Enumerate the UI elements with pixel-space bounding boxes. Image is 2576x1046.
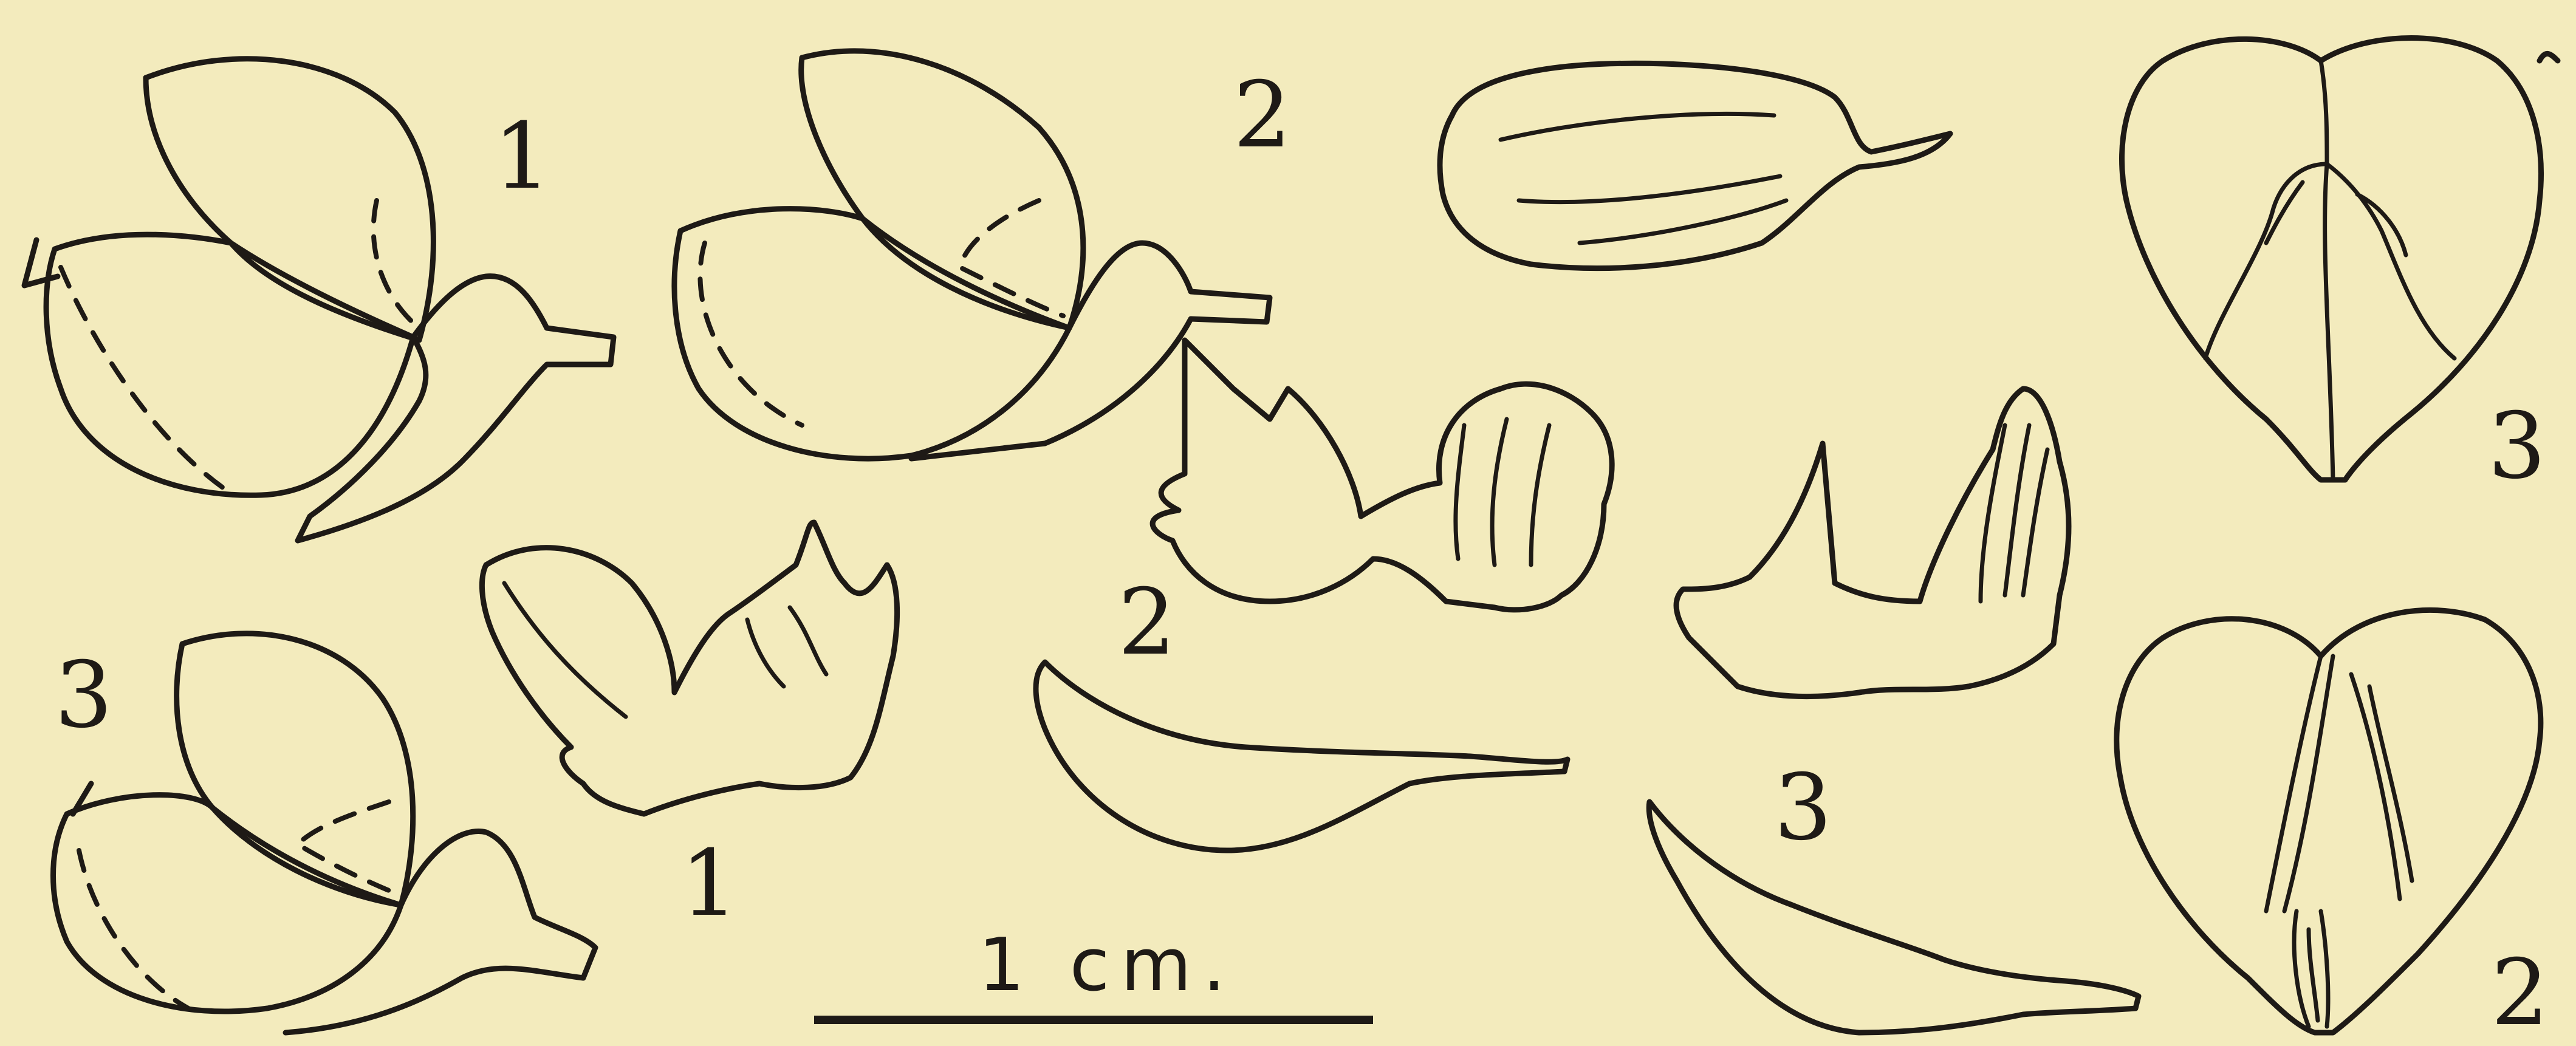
standard-2-drawing xyxy=(2117,610,2541,1033)
label-flower-3: 3 xyxy=(55,650,112,741)
calyx-1-drawing xyxy=(482,522,897,814)
flower-3-drawing xyxy=(53,634,596,1033)
label-flower-1: 1 xyxy=(493,111,551,202)
wing-petal-drawing xyxy=(1440,63,1950,268)
calyx-3-drawing xyxy=(1676,389,2069,697)
flower-2-drawing xyxy=(674,51,1270,459)
label-calyx-2: 2 xyxy=(1118,577,1176,668)
label-keel-3: 3 xyxy=(1774,762,1832,853)
label-standard-2: 2 xyxy=(2491,948,2549,1039)
calyx-2-drawing xyxy=(1153,340,1612,610)
scale-bar xyxy=(814,1016,1373,1024)
keel-3-drawing xyxy=(1649,802,2139,1033)
label-standard-3: 3 xyxy=(2488,401,2546,492)
scale-label: 1 cm. xyxy=(978,929,1237,1002)
label-flower-2: 2 xyxy=(1233,70,1291,161)
keel-2-drawing xyxy=(1036,662,1567,850)
label-calyx-1: 1 xyxy=(680,838,738,929)
